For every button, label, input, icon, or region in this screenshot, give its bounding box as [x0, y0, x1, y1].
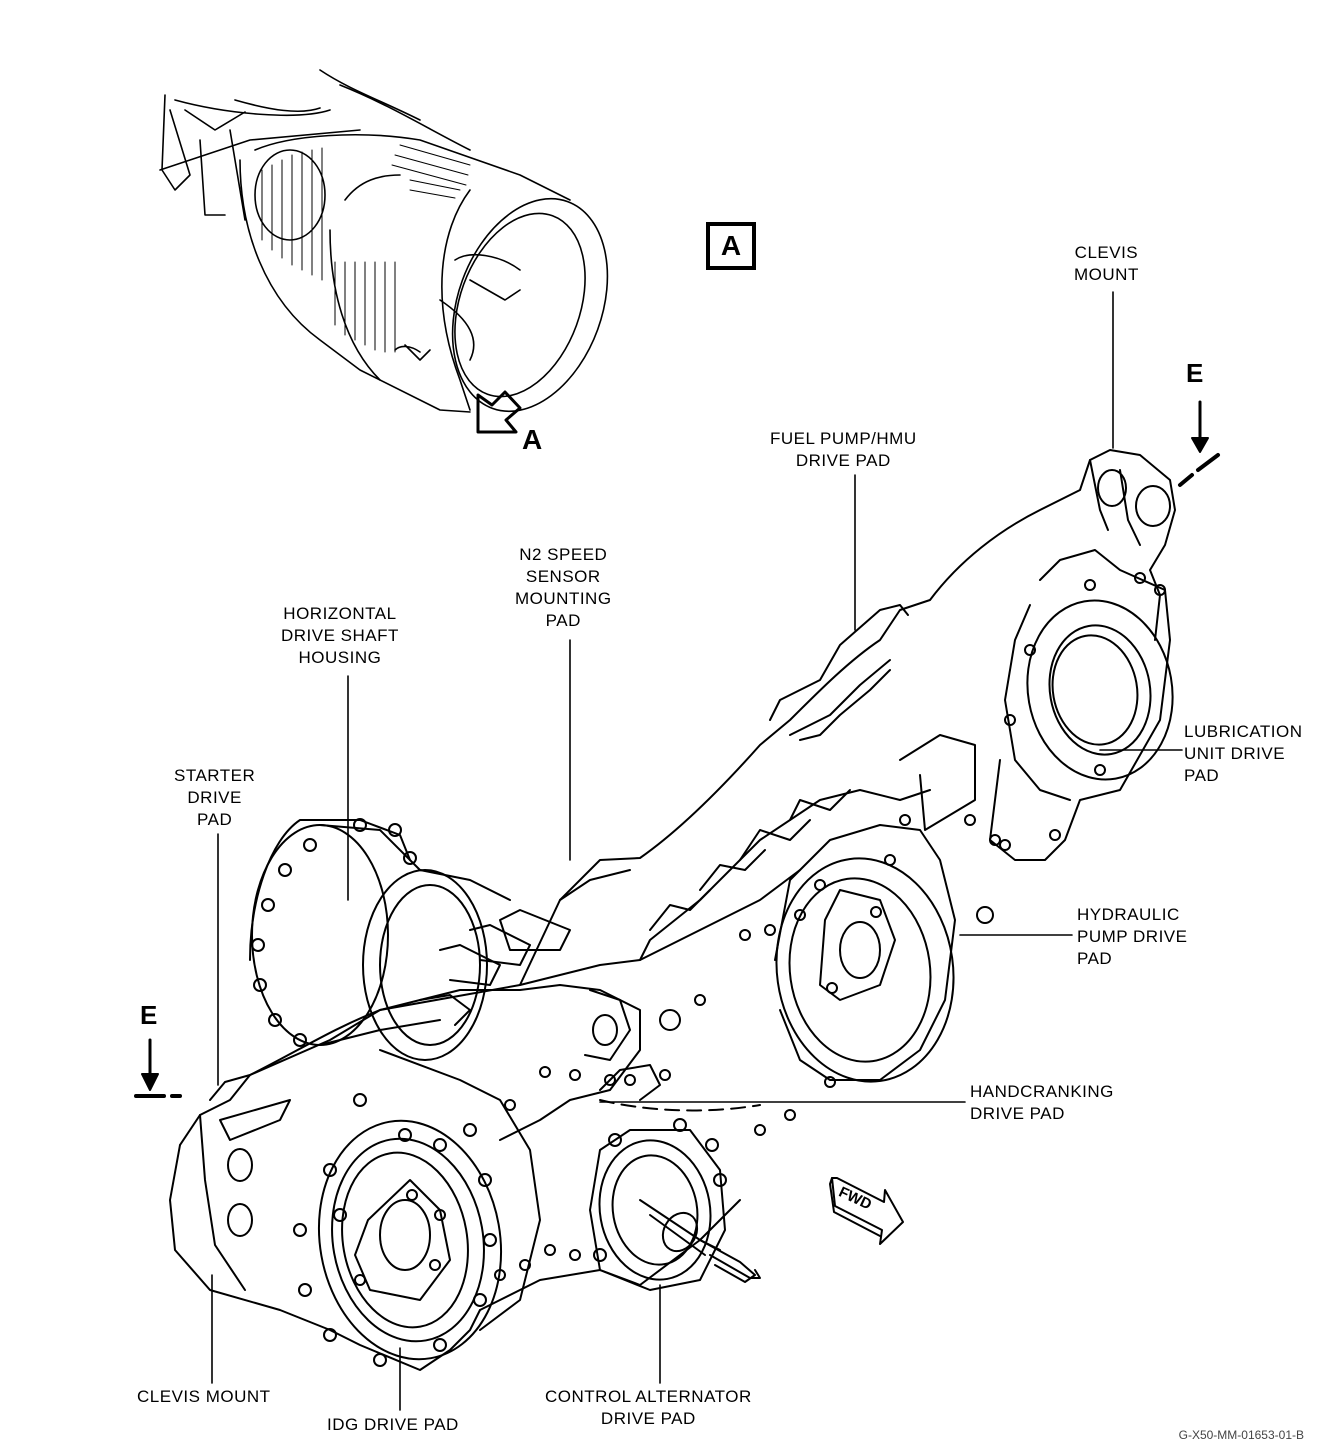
figure-id: G-X50-MM-01653-01-B	[1178, 1428, 1304, 1442]
view-marker-text: A	[720, 230, 742, 261]
callout-hydraulic-pump-drive-pad: HYDRAULIC PUMP DRIVE PAD	[1077, 905, 1188, 968]
locator-arrow-icon	[476, 390, 522, 434]
locator-arrow-label: A	[522, 424, 543, 455]
callout-idg-drive-pad: IDG DRIVE PAD	[327, 1415, 459, 1434]
accessory-gearbox	[169, 449, 1176, 1371]
callout-n2-speed-sensor: N2 SPEED SENSOR MOUNTING PAD	[515, 545, 612, 630]
callout-starter-drive-pad: STARTER DRIVE PAD	[174, 766, 256, 829]
engine-locator-sketch	[159, 69, 609, 413]
callout-horizontal-drive-shaft-housing: HORIZONTAL DRIVE SHAFT HOUSING	[281, 604, 399, 667]
fwd-arrow-icon	[829, 1177, 904, 1245]
callout-clevis-mount-bottom: CLEVIS MOUNT	[137, 1387, 271, 1406]
alternator-flange-bolts	[593, 1118, 727, 1262]
callout-lubrication-unit-drive-pad: LUBRICATION UNIT DRIVE PAD	[1184, 722, 1303, 785]
section-mark-upper-label: E	[1186, 358, 1204, 388]
leader-lines	[211, 291, 1183, 1411]
callout-handcranking-drive-pad: HANDCRANKING DRIVE PAD	[970, 1082, 1114, 1123]
section-mark-lower	[134, 1038, 182, 1098]
callout-fuel-pump-hmu: FUEL PUMP/HMU DRIVE PAD	[770, 429, 917, 470]
view-marker-box: A	[706, 222, 756, 270]
callout-clevis-mount-top: CLEVIS MOUNT	[1074, 243, 1139, 284]
housing-bolts	[494, 572, 1166, 1281]
idg-flange-bolts	[293, 1093, 497, 1367]
section-mark-lower-label: E	[140, 1000, 158, 1030]
callout-control-alternator-drive-pad: CONTROL ALTERNATOR DRIVE PAD	[545, 1387, 752, 1428]
starter-flange-bolts	[251, 818, 417, 1047]
section-mark-upper	[1178, 400, 1220, 487]
